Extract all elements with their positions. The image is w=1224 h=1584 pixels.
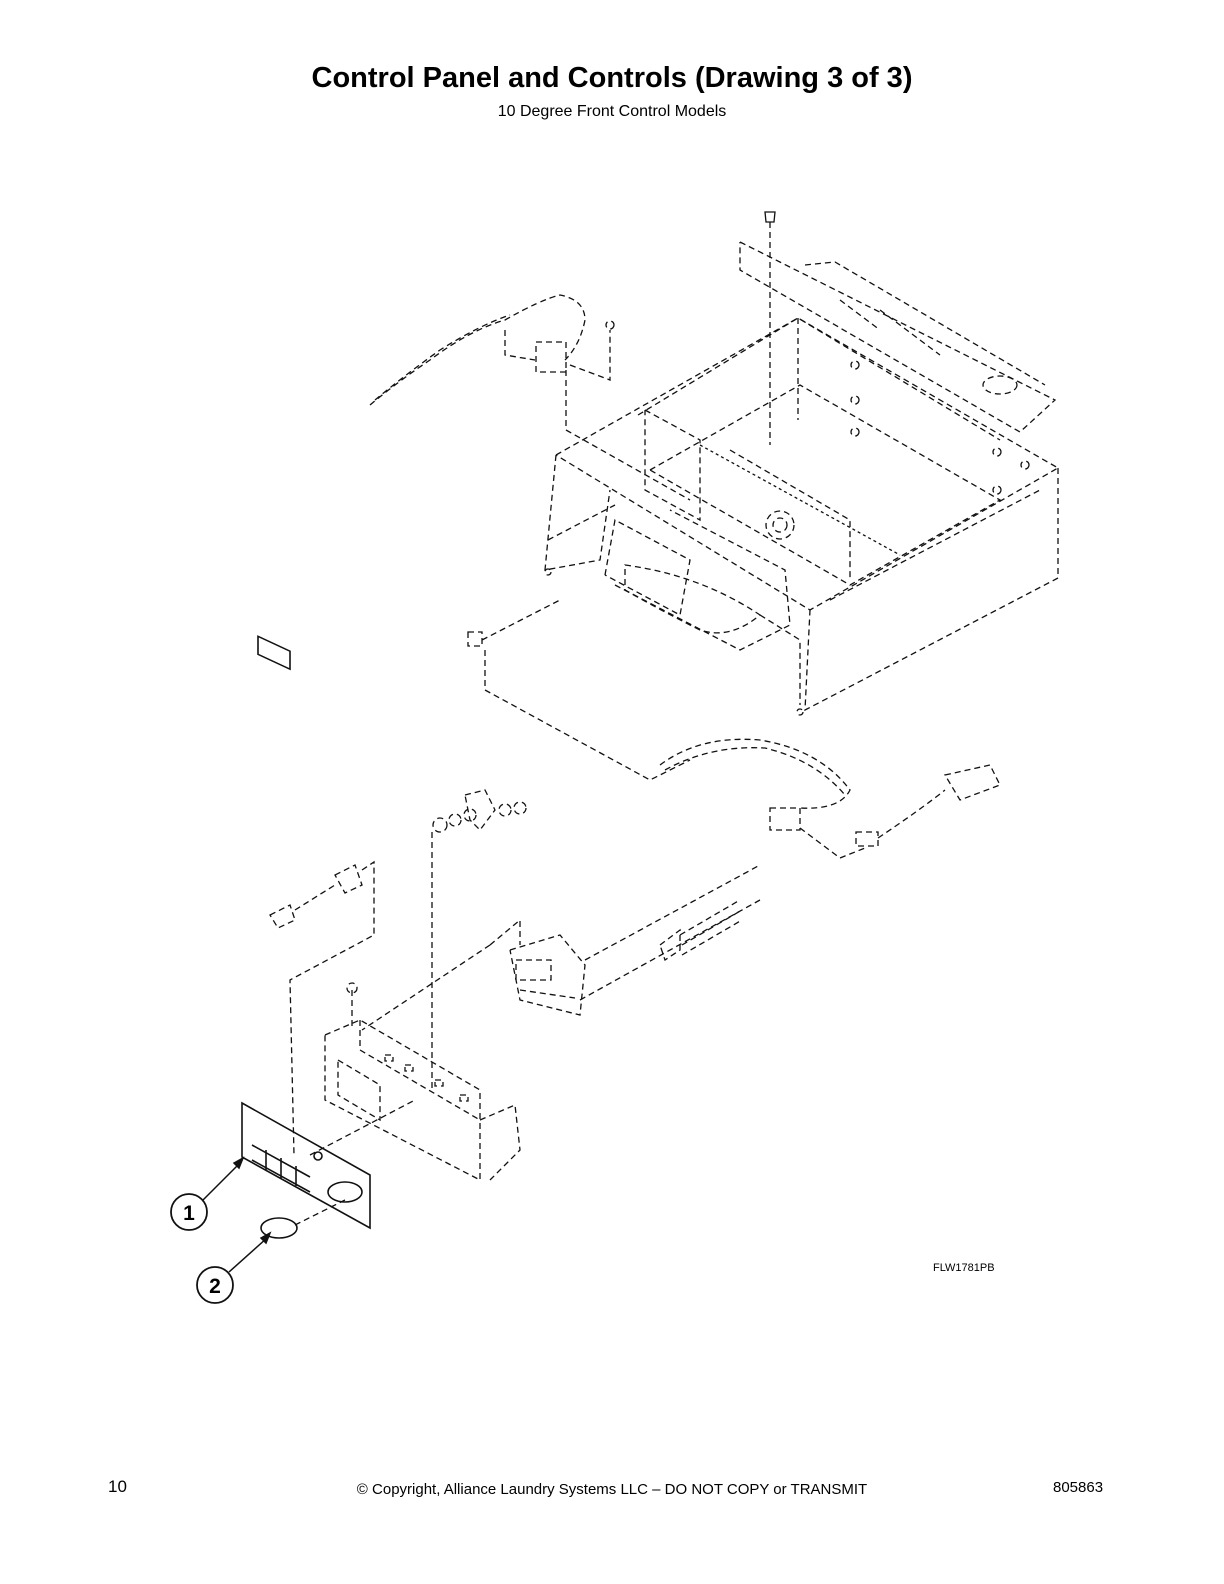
page-title: Control Panel and Controls (Drawing 3 of…	[311, 62, 913, 94]
copyright-notice: © Copyright, Alliance Laundry Systems LL…	[356, 1481, 868, 1498]
knob-parts	[431, 789, 527, 1090]
side-connector	[467, 599, 691, 781]
upper-wire-harness	[369, 294, 691, 501]
top-screw	[764, 211, 776, 445]
callout-arrows	[202, 1156, 272, 1273]
callout-1: 1	[170, 1193, 208, 1231]
drawing-code: FLW1781PB	[933, 1262, 995, 1274]
lower-control-bracket	[324, 1019, 521, 1182]
callout-2-number: 2	[209, 1275, 221, 1298]
lens	[260, 1217, 298, 1239]
callout-1-number: 1	[183, 1202, 195, 1225]
document-number: 805863	[1053, 1479, 1104, 1496]
page-subtitle: 10 Degree Front Control Models	[497, 103, 727, 120]
rotary-switch	[269, 860, 375, 1156]
page-number: 10	[108, 1477, 127, 1496]
control-panel-overlay	[241, 635, 371, 1230]
rear-cover-bracket	[739, 241, 1057, 433]
console-housing	[544, 317, 1060, 716]
electronic-control-board	[489, 864, 761, 1016]
callout-2: 2	[196, 1266, 234, 1304]
middle-wire-harness	[659, 738, 1001, 859]
